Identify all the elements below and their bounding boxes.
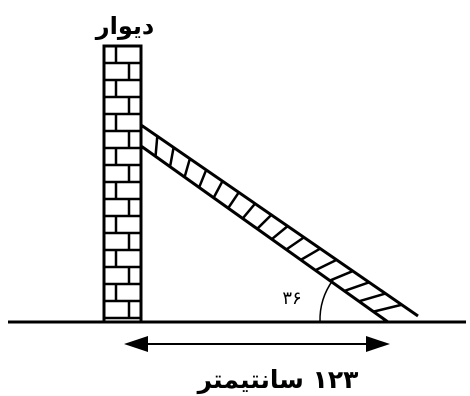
ladder-rung: [314, 258, 338, 272]
dimension-arrow: [124, 336, 390, 352]
brick-lines: [104, 46, 141, 320]
ladder-rail-top: [140, 123, 419, 318]
ladder-rung: [241, 202, 257, 220]
ladder-rung: [197, 169, 208, 188]
angle-label: ۳۶: [282, 288, 301, 309]
distance-label: ۱۲۳ سانتیمتر: [196, 365, 359, 395]
ladder: [140, 123, 419, 324]
ladder-rung: [212, 180, 224, 199]
ladder-rung: [168, 147, 175, 167]
ladder-rung: [270, 225, 289, 241]
ladder-rung: [300, 247, 321, 261]
ladder-rung: [329, 269, 354, 282]
ladder-rail-bottom: [140, 144, 389, 324]
ladder-rung: [154, 136, 159, 157]
ladder-rung: [285, 236, 305, 251]
ladder-rung: [343, 281, 370, 293]
angle-arc: [319, 279, 334, 323]
arrowhead-right: [366, 336, 390, 352]
arrowhead-left: [124, 336, 148, 352]
ladder-rungs: [154, 136, 403, 313]
wall-label: دیوار: [95, 12, 154, 40]
ladder-rung: [373, 303, 403, 313]
wall-outline: [102, 44, 143, 324]
ladder-rung: [227, 191, 240, 209]
brick-wall: [102, 44, 143, 324]
ladder-rung: [358, 292, 386, 303]
ladder-rung: [256, 213, 273, 230]
ladder-rung: [183, 158, 192, 178]
